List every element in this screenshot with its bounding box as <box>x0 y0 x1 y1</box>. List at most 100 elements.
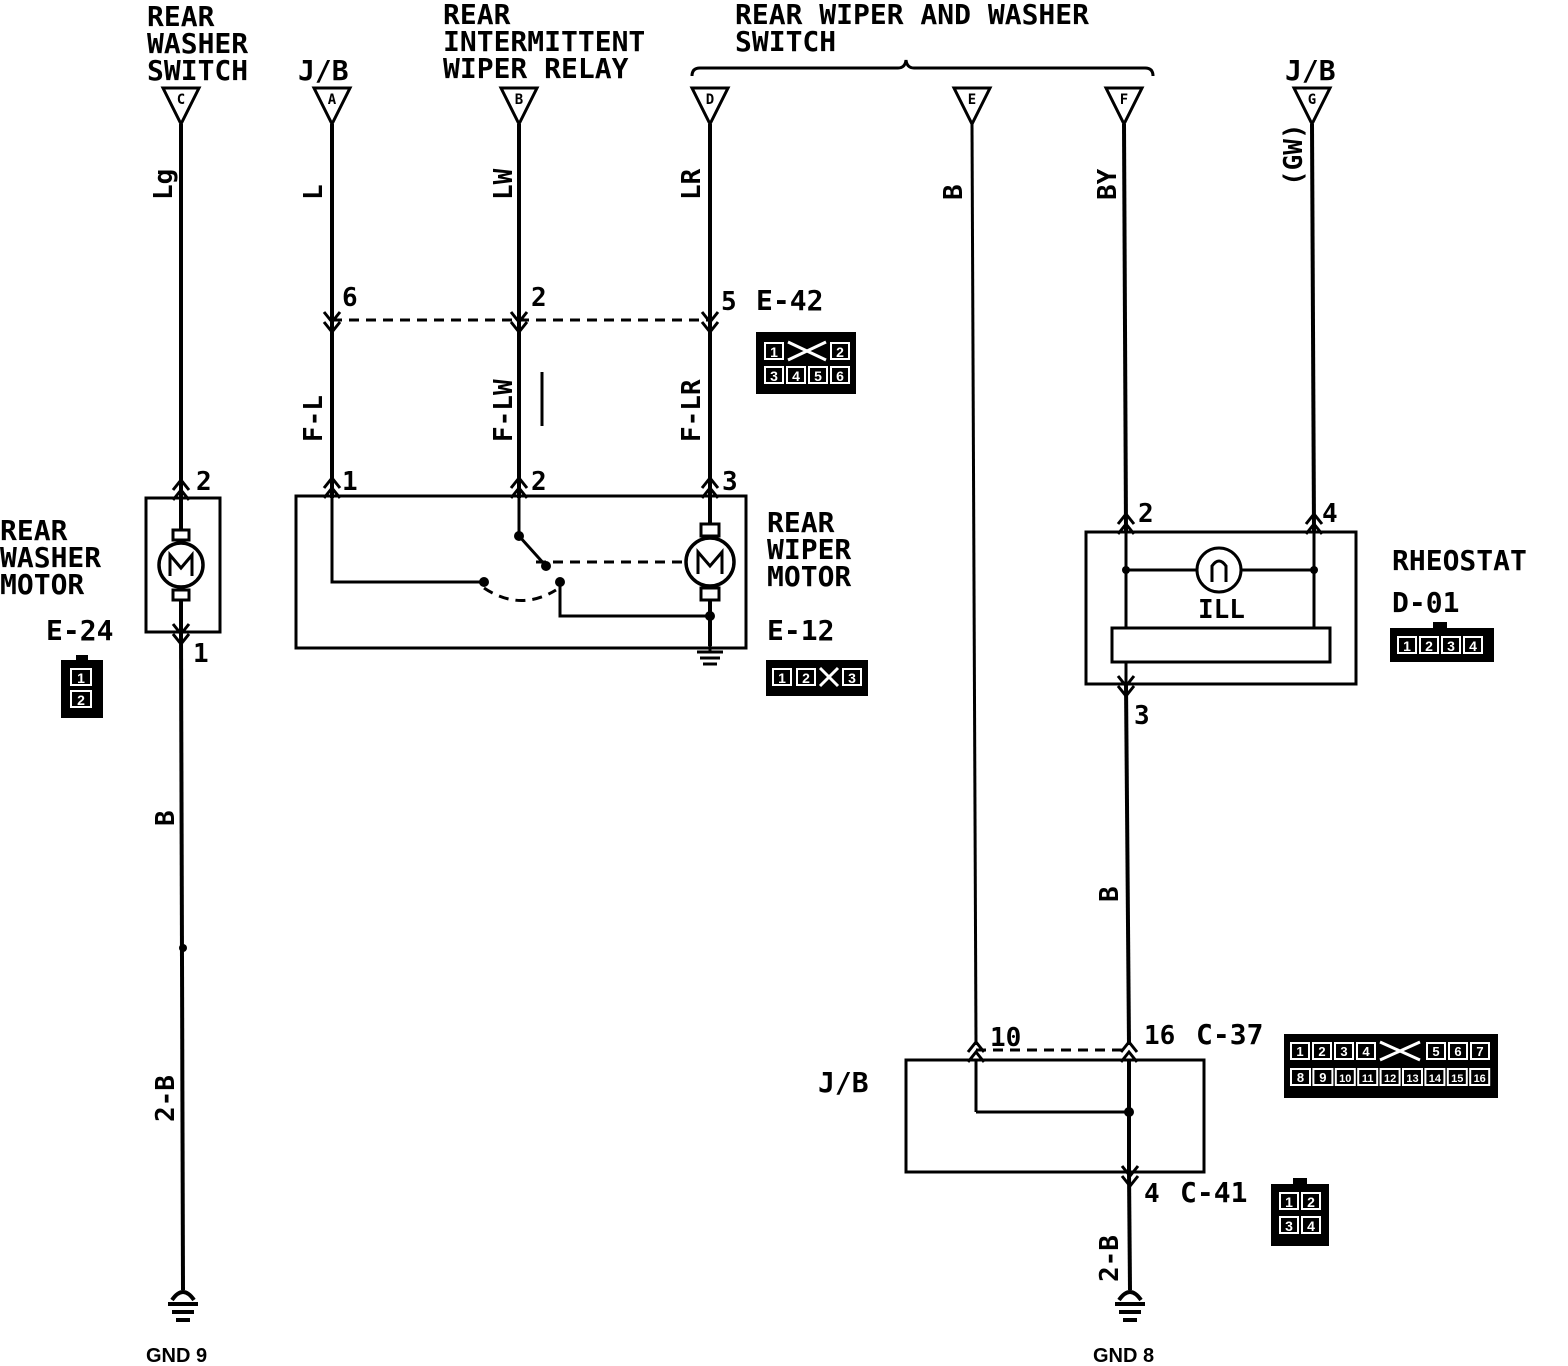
svg-text:4: 4 <box>1362 1044 1370 1059</box>
svg-text:3: 3 <box>770 368 778 384</box>
rheostat-pin-2: 2 <box>1138 499 1154 529</box>
svg-text:F: F <box>1120 92 1128 108</box>
svg-text:1: 1 <box>1403 638 1411 654</box>
jb-pin-10: 10 <box>990 1023 1021 1053</box>
wiper-pin-2: 2 <box>531 467 547 497</box>
rheostat-pin-4: 4 <box>1322 499 1338 529</box>
rheostat-internal <box>1110 532 1332 684</box>
wiper-ground-icon <box>697 646 723 666</box>
svg-text:12: 12 <box>1384 1073 1396 1085</box>
svg-text:6: 6 <box>836 368 844 384</box>
jb-box-label: J/B <box>818 1066 869 1099</box>
wire-label-flw: F-LW <box>489 379 519 442</box>
svg-text:WIPER: WIPER <box>767 533 851 566</box>
svg-text:D: D <box>706 92 714 108</box>
c37-id: C-37 <box>1196 1018 1263 1051</box>
svg-text:5: 5 <box>1432 1044 1439 1059</box>
svg-text:1: 1 <box>1296 1044 1303 1059</box>
svg-text:REAR WIPER AND WASHER: REAR WIPER AND WASHER <box>735 0 1089 31</box>
svg-text:E: E <box>968 92 976 108</box>
svg-text:REAR: REAR <box>0 514 68 547</box>
svg-text:WASHER: WASHER <box>147 27 248 60</box>
rear-washer-motor-label: REAR WASHER MOTOR <box>0 514 101 601</box>
svg-text:REAR: REAR <box>147 0 215 33</box>
e12-connector-face: 1 2 3 <box>766 660 868 696</box>
wire-label-lg: Lg <box>149 169 179 200</box>
wiper-pin-marks <box>322 475 720 499</box>
c37-pin-8: 8 <box>1290 1068 1311 1086</box>
e42-pin-2: 2 <box>531 283 547 313</box>
rheostat-pin-marks <box>1116 511 1324 699</box>
switch-bracket <box>690 59 1155 77</box>
d01-connector-face: 1 2 3 4 <box>1390 622 1494 662</box>
svg-text:10: 10 <box>1339 1073 1351 1085</box>
wire-label-lw: LW <box>489 168 519 200</box>
svg-text:13: 13 <box>1406 1073 1418 1085</box>
svg-text:REAR: REAR <box>767 506 835 539</box>
svg-text:REAR: REAR <box>443 0 511 31</box>
splice-dot <box>179 944 187 952</box>
terminal-f: F <box>1103 86 1145 128</box>
ill-label: ILL <box>1198 595 1245 625</box>
svg-text:16: 16 <box>1474 1073 1486 1085</box>
c41-connector-face: 1 2 3 4 <box>1271 1178 1329 1246</box>
wiper-pin-3: 3 <box>722 467 738 497</box>
wire-label-fl: F-L <box>299 395 329 442</box>
wire-label-lr: LR <box>677 168 707 200</box>
washer-pin-marks <box>171 477 191 647</box>
svg-text:1: 1 <box>778 670 786 686</box>
wire-gw <box>1310 123 1316 533</box>
wiper-internal-circuit <box>330 498 736 646</box>
illumination-bulb-icon <box>1195 546 1243 594</box>
wire-2b-gnd8 <box>1127 1171 1132 1291</box>
svg-text:B: B <box>515 92 523 108</box>
rear-wiper-and-washer-switch-label: REAR WIPER AND WASHER SWITCH <box>735 0 1089 58</box>
rheostat-box <box>1084 530 1358 686</box>
rheostat-label: RHEOSTAT <box>1392 544 1527 577</box>
c37-pin-5: 5 <box>1426 1042 1446 1060</box>
wire-label-b-e: B <box>939 184 969 200</box>
svg-text:2: 2 <box>1307 1194 1315 1210</box>
e42-connector-face: 1 2 3 4 5 6 <box>756 332 856 394</box>
c37-pin-16: 16 <box>1469 1068 1491 1086</box>
c37-pin-11: 11 <box>1357 1068 1379 1086</box>
svg-text:15: 15 <box>1451 1073 1463 1085</box>
e42-pin-marks <box>322 311 720 335</box>
washer-pin-1: 1 <box>193 639 209 669</box>
wire-label-b-rheostat: B <box>1095 886 1125 902</box>
svg-text:A: A <box>328 92 337 108</box>
wire-label-b-washer: B <box>151 810 181 826</box>
gnd9-symbol <box>168 1290 198 1322</box>
wire-by <box>1122 123 1128 533</box>
svg-text:6: 6 <box>1454 1044 1461 1059</box>
c37-pin-3: 3 <box>1334 1042 1354 1060</box>
wire-label-flr: F-LR <box>677 379 707 442</box>
washer-motor-icon <box>157 498 205 632</box>
svg-text:WIPER RELAY: WIPER RELAY <box>443 52 629 85</box>
terminal-d: D <box>689 86 731 128</box>
rear-wiper-motor-label: REAR WIPER MOTOR <box>767 506 851 593</box>
svg-text:INTERMITTENT: INTERMITTENT <box>443 25 645 58</box>
svg-text:2: 2 <box>77 692 85 708</box>
wire-b-e <box>970 123 978 1046</box>
rear-wiper-motor-box <box>294 494 748 650</box>
svg-text:2: 2 <box>836 344 844 360</box>
terminal-a: A <box>311 86 353 128</box>
svg-text:SWITCH: SWITCH <box>735 25 836 58</box>
e24-id: E-24 <box>46 614 113 647</box>
jb-internal <box>974 1060 1134 1172</box>
c37-pin-9: 9 <box>1312 1068 1334 1086</box>
rheostat-pin-3: 3 <box>1134 701 1150 731</box>
c37-pin-2: 2 <box>1312 1042 1332 1060</box>
svg-text:8: 8 <box>1297 1070 1304 1085</box>
wire-label-2b-washer: 2-B <box>151 1075 181 1122</box>
c37-pin-14: 14 <box>1424 1068 1446 1086</box>
svg-text:G: G <box>1308 92 1316 108</box>
c37-pin-10: 10 <box>1334 1068 1356 1086</box>
gnd8-label: GND 8 <box>1093 1345 1154 1366</box>
wire-label-l: L <box>299 184 329 200</box>
svg-text:4: 4 <box>1307 1218 1315 1234</box>
rear-intermittent-wiper-relay-label: REAR INTERMITTENT WIPER RELAY <box>443 0 645 85</box>
c37-pin-6: 6 <box>1448 1042 1468 1060</box>
c37-pin-4: 4 <box>1356 1042 1376 1060</box>
